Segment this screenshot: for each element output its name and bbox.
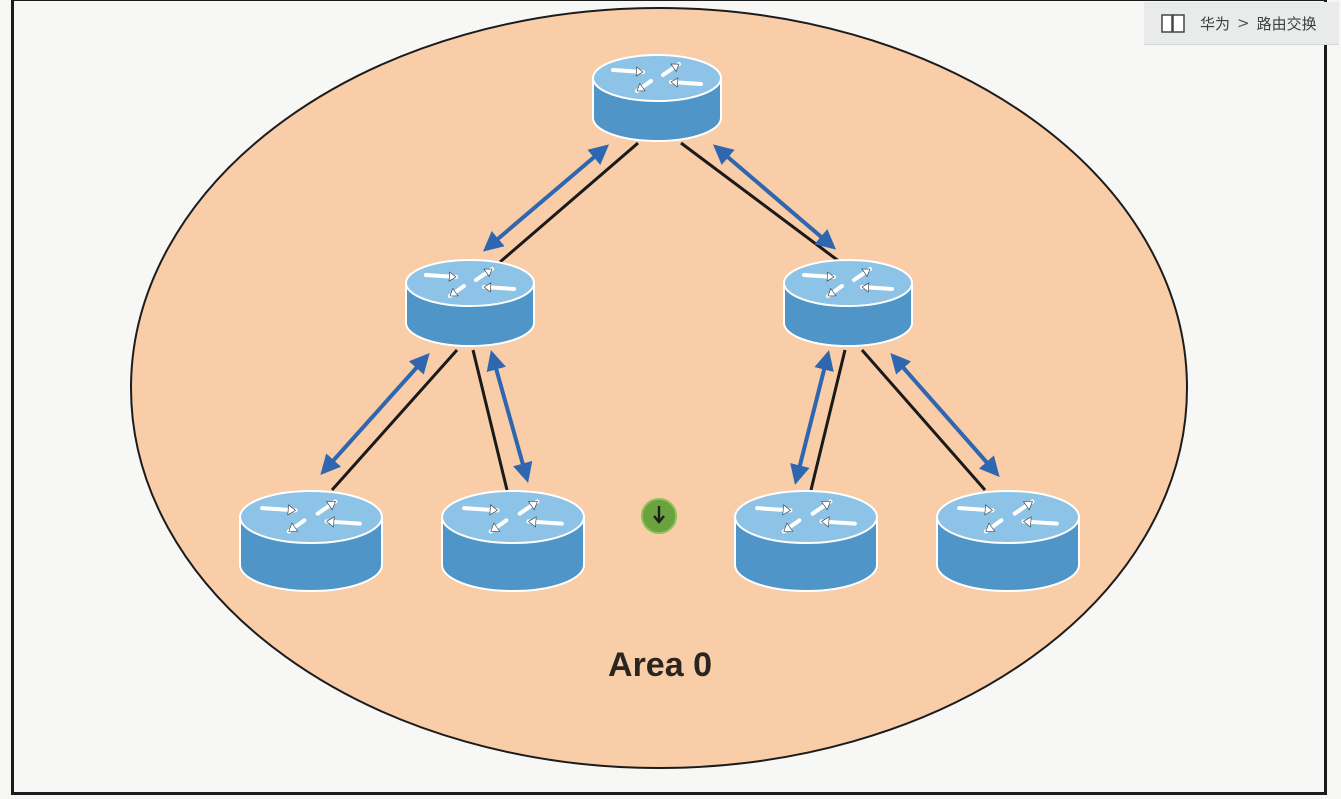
- flood-arrow: [712, 144, 837, 250]
- breadcrumb-separator: >: [1237, 14, 1250, 32]
- area-0-ellipse: [130, 7, 1188, 769]
- flood-arrow: [890, 352, 1000, 478]
- router-icon: [405, 259, 535, 347]
- flood-arrow: [486, 350, 533, 483]
- router-icon: [592, 54, 722, 142]
- router-icon: [239, 490, 383, 592]
- cursor-indicator: [641, 498, 677, 534]
- breadcrumb-item-huawei[interactable]: 华为: [1200, 14, 1231, 33]
- book-icon: [1161, 14, 1185, 33]
- flood-arrow: [790, 350, 834, 485]
- router-icon: [783, 259, 913, 347]
- area-label: Area 0: [608, 646, 712, 684]
- flood-arrow: [482, 144, 610, 252]
- flood-arrows-layer: [320, 144, 1000, 485]
- router-icon: [936, 490, 1080, 592]
- router-icon: [734, 490, 878, 592]
- breadcrumb-item-routing-switching[interactable]: 路由交换: [1256, 14, 1317, 33]
- flood-arrow: [320, 353, 430, 475]
- routers-layer: [239, 54, 1080, 592]
- breadcrumb: 华为 > 路由交换: [1144, 2, 1339, 45]
- router-icon: [441, 490, 585, 592]
